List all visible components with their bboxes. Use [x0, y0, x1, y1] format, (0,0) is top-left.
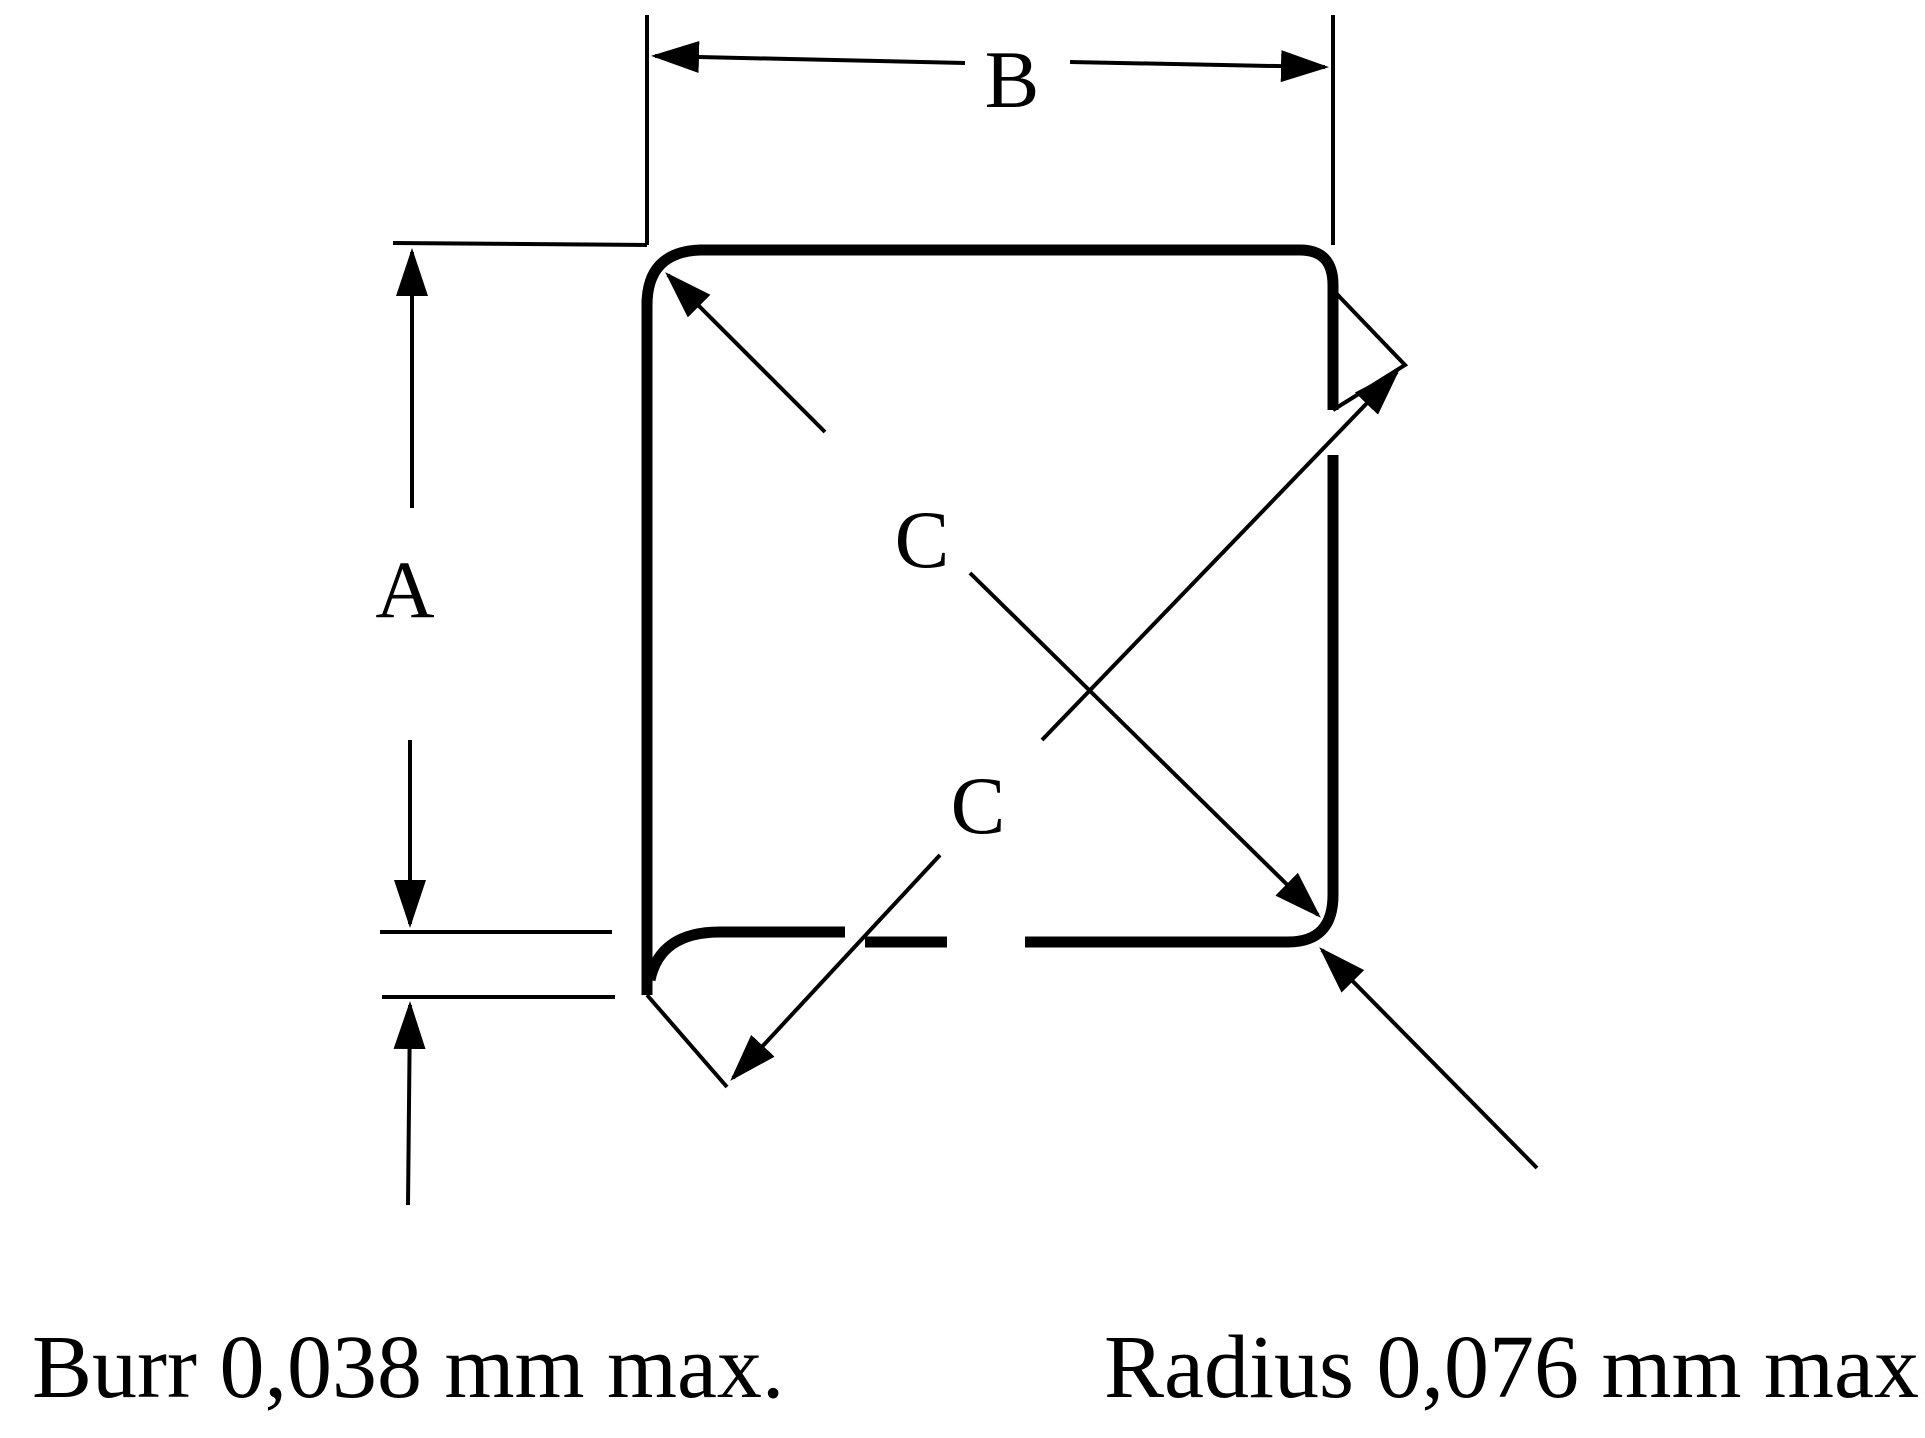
arrow-burr-up [393, 1001, 426, 1206]
dimension-b [645, 15, 1335, 245]
arrow-b-right [1069, 50, 1329, 83]
burr-chamfer-top-right [1331, 288, 1409, 412]
burr-chamfer-bottom-left [645, 993, 729, 1089]
leader-c-to-corner-bottom-right [968, 571, 1321, 918]
label-b: B [985, 34, 1040, 125]
profile-top-and-right [641, 244, 1339, 310]
label-a: A [375, 544, 434, 635]
burr-chamfers [645, 288, 1409, 1089]
leader-radius-bottom-right [1319, 947, 1539, 1170]
dimension-a [380, 241, 648, 1206]
leader-c-to-burr-bottom-left [730, 853, 942, 1081]
dimension-c-leaders [665, 272, 1539, 1170]
label-c-top: C [895, 494, 950, 585]
arrow-b-left [651, 40, 966, 73]
leader-c-to-burr-top-right [1040, 369, 1400, 742]
burr-caption: Burr 0,038 mm max. [32, 1318, 785, 1417]
profile-right-edge-lower [1025, 455, 1339, 948]
part-profile [641, 244, 1339, 995]
extension-line-a-top [392, 241, 648, 247]
profile-bottom-edge-bend [644, 926, 845, 982]
label-c-bottom: C [951, 760, 1006, 851]
radius-caption: Radius 0,076 mm max. [1104, 1318, 1925, 1417]
leader-radius-top-left [665, 272, 827, 434]
